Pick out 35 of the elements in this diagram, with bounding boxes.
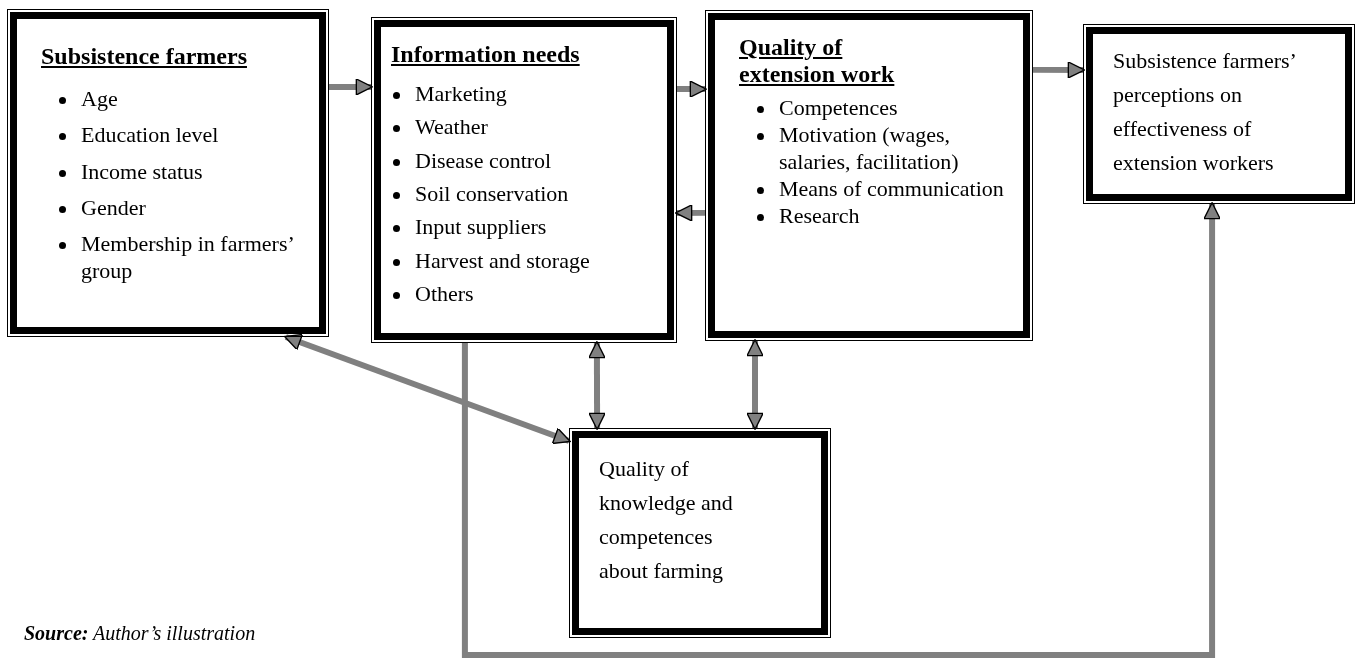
box-heading: Quality of extension work — [739, 34, 896, 88]
process-box — [708, 13, 1030, 338]
arrow — [283, 333, 571, 445]
bullet-item: Membership in farmers’ group — [81, 231, 294, 283]
box-text: Quality of knowledge and competences about farming — [599, 455, 734, 586]
bullet-item: Disease control — [415, 147, 552, 173]
bullet-item: Gender — [81, 195, 146, 221]
bullet-item: Harvest and storage — [415, 247, 590, 273]
bullet-item: Motivation (wages, salaries, facilitation) — [779, 122, 959, 174]
box-text: Subsistence farmers’ perceptions on effectiveness of extension workers — [1113, 47, 1297, 178]
bullet-item: Weather — [415, 114, 488, 140]
process-box — [1086, 27, 1352, 201]
arrow — [1033, 61, 1085, 79]
bullet-item: Others — [415, 281, 474, 307]
bullet-item: Competences — [779, 94, 898, 120]
arrow — [329, 78, 373, 96]
caption: Source: Author’s illustration — [24, 622, 256, 645]
process-box — [572, 431, 828, 635]
process-box — [10, 12, 326, 334]
arrow — [746, 339, 764, 430]
box-heading: Information needs — [391, 41, 581, 68]
bullet-item: Income status — [81, 158, 203, 184]
bullet-item: Marketing — [415, 80, 507, 106]
arrow — [461, 202, 1221, 658]
bullet-item: Means of communication — [779, 175, 1004, 201]
arrow — [675, 204, 705, 222]
bullet-item: Research — [779, 203, 860, 229]
arrow — [677, 80, 707, 98]
box-heading: Subsistence farmers — [41, 43, 248, 70]
bullet-item: Education level — [81, 122, 219, 148]
bullet-item: Input suppliers — [415, 214, 547, 240]
bullet-item: Age — [81, 85, 118, 111]
arrow — [588, 341, 606, 430]
bullet-item: Soil conservation — [415, 181, 569, 207]
process-box — [374, 20, 674, 340]
